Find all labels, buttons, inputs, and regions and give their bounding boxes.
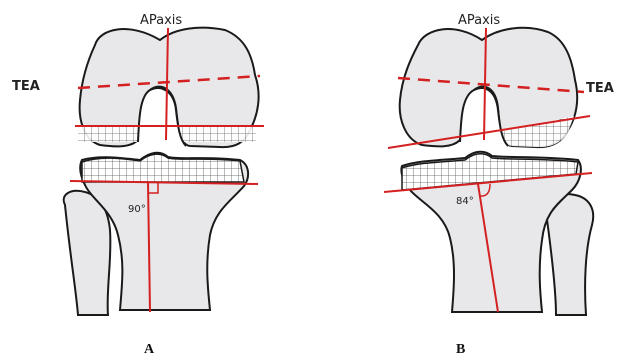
- panel-a: APaxis TEA 90° A: [12, 13, 264, 357]
- tea-label-b: TEA: [586, 81, 614, 96]
- tea-label-a: TEA: [12, 79, 40, 94]
- angle-label-a: 90°: [128, 204, 146, 215]
- caption-b: B: [456, 342, 465, 357]
- ap-axis-label-b: APaxis: [458, 13, 500, 28]
- panel-b: APaxis TEA 84° B: [384, 13, 614, 357]
- ap-axis-label-a: APaxis: [140, 13, 182, 28]
- tibia-a: [64, 153, 248, 315]
- angle-label-b: 84°: [456, 196, 474, 207]
- caption-a: A: [144, 342, 155, 357]
- femur-b: [400, 28, 578, 147]
